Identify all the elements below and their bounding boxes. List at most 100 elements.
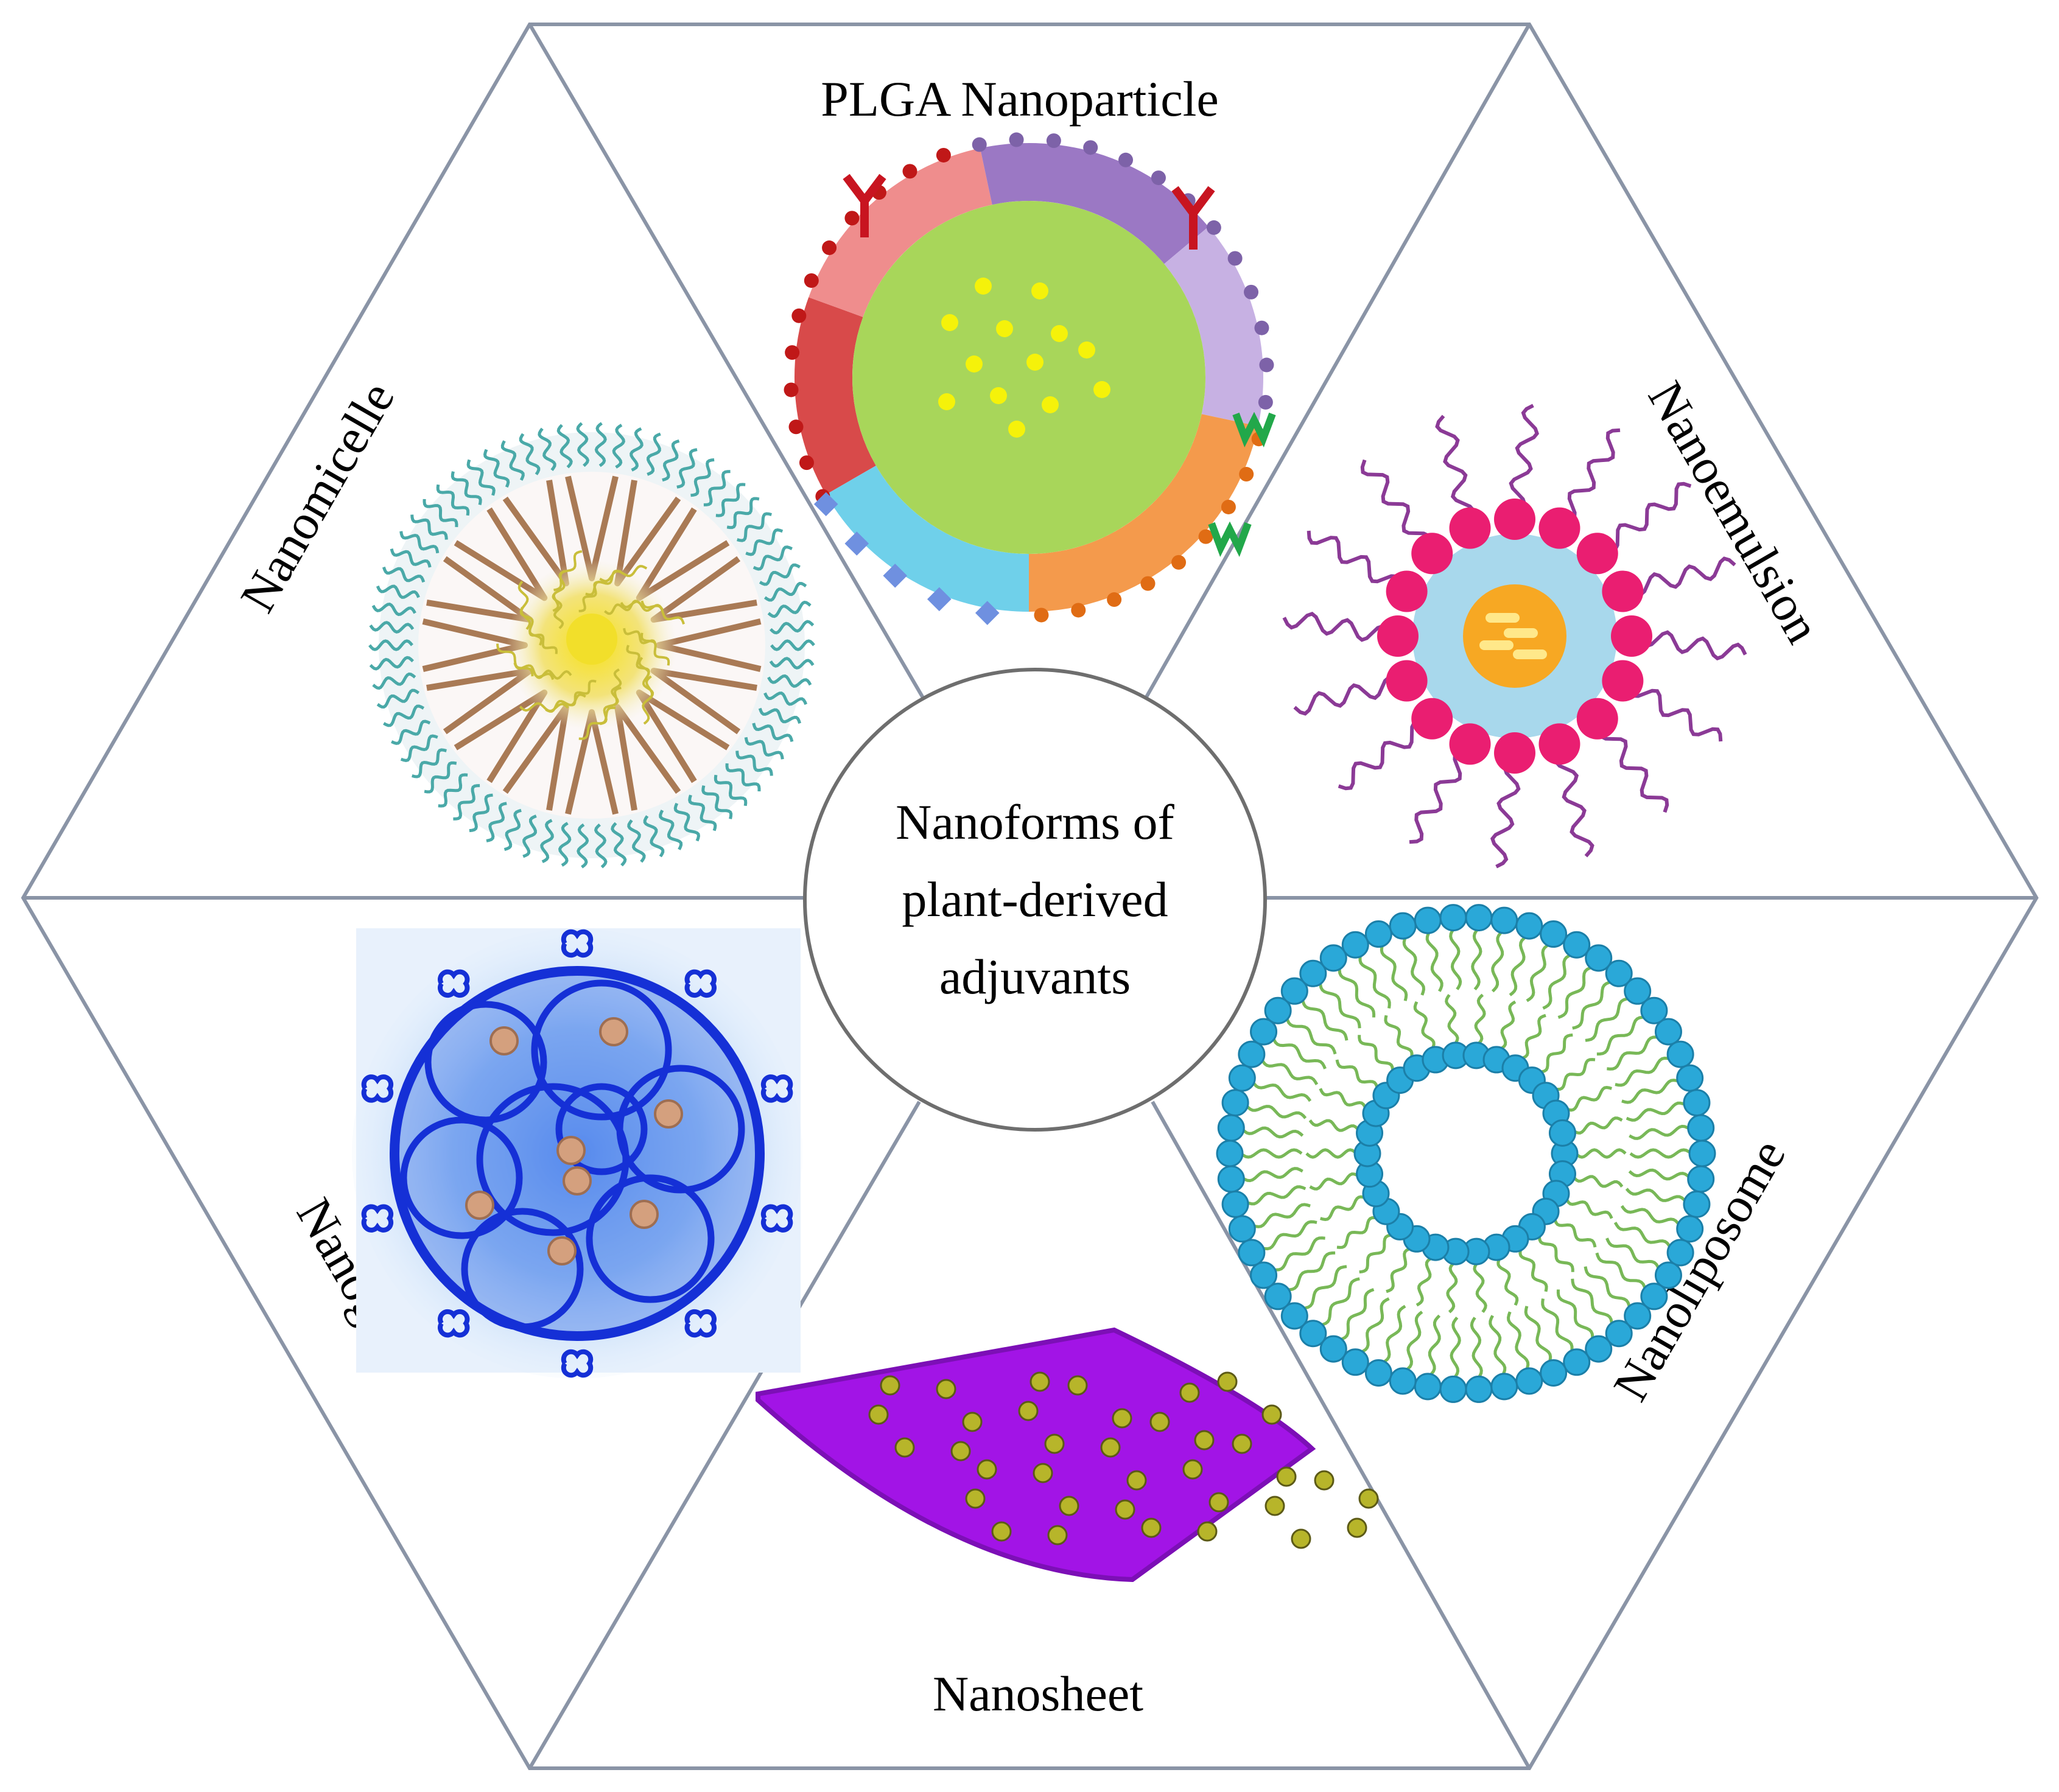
nanogel-mesh-cell (586, 1174, 715, 1303)
liposome-outer-tail (1506, 1311, 1530, 1371)
nanogel-mesh-cell (476, 1083, 630, 1236)
nanosheet-particle (1141, 1517, 1162, 1538)
micelle-hydrophilic-tail (371, 603, 416, 617)
liposome-outer-head (1414, 906, 1442, 934)
micelle-hydrophilic-tail (673, 802, 701, 842)
plga-lipid-head (822, 240, 837, 256)
emulsion-surfactant-tail (1360, 459, 1431, 548)
liposome-outer-tail (1241, 1167, 1303, 1183)
micelle-hydrophilic-tail (726, 497, 760, 530)
center-title-line-3: adjuvants (939, 949, 1131, 1004)
liposome-inner-tail (1445, 993, 1459, 1046)
plga-drug-dot (938, 393, 955, 410)
plga-antigen-cube (883, 564, 908, 588)
emulsion-surfactant-head (1386, 570, 1428, 612)
micelle-hydrophilic-tail (752, 723, 794, 743)
liposome-outer-tail (1428, 1314, 1441, 1377)
liposome-outer-head (1228, 1064, 1256, 1092)
liposome-inner-tail (1319, 1195, 1367, 1222)
plga-drug-dot (1042, 396, 1059, 413)
liposome-outer-tail (1425, 930, 1443, 992)
micelle-hydrophilic-tail (703, 470, 731, 506)
micelle-core-strand (640, 600, 685, 625)
liposome-outer-tail (1541, 1298, 1574, 1353)
plga-lipid-head (1046, 133, 1061, 149)
micelle-hydrophilic-tail (466, 459, 496, 496)
emulsion-surfactant-tail (1282, 612, 1392, 642)
liposome-outer-tail (1240, 1148, 1303, 1159)
liposome-outer-tail (1571, 1278, 1613, 1326)
plga-lipid-head (936, 147, 951, 163)
micelle-hydrophilic-tail (690, 458, 715, 497)
nanosheet-particle (1018, 1401, 1039, 1421)
liposome-outer-head (1683, 1089, 1711, 1117)
plga-drug-dot (1093, 381, 1110, 398)
plga-antigen-cube (844, 531, 869, 556)
liposome-outer-head (1640, 1283, 1668, 1311)
liposome-outer-head (1264, 996, 1292, 1024)
emulsion-drug-bar (1504, 628, 1538, 638)
nanosheet-particle (1115, 1499, 1135, 1520)
liposome-outer-head (1687, 1165, 1715, 1193)
micelle-hydrophilic-tail (540, 819, 554, 864)
emulsion-surfactant-tail (1409, 749, 1467, 844)
nanogel-ligand (684, 969, 717, 998)
micelle-hydrophilic-tail (538, 427, 556, 471)
plga-lipid-head (785, 345, 800, 360)
liposome-outer-tail (1272, 1236, 1325, 1272)
plga-lipid-head (1206, 220, 1221, 235)
liposome-outer-head (1228, 1215, 1256, 1243)
micelle-hydrophilic-tail (688, 794, 717, 831)
liposome-outer-head (1364, 1359, 1392, 1387)
emulsion-surfactant-tail (1490, 759, 1521, 869)
liposome-outer-tail (1271, 1037, 1327, 1069)
plga-drug-dot (1031, 282, 1048, 299)
liposome-outer-tail (1319, 981, 1361, 1029)
micelle-hydrophilic-tail (752, 545, 793, 571)
liposome-outer-tail (1595, 1252, 1647, 1290)
liposome-outer-head (1563, 931, 1591, 959)
nanosheet-particle (965, 1488, 986, 1509)
liposome-inner-tail (1474, 993, 1486, 1046)
plga-lipid-head (1118, 152, 1134, 167)
liposome-outer-tail (1261, 1220, 1317, 1251)
liposome-outer-head (1389, 912, 1417, 940)
micelle-core-strand (642, 675, 654, 725)
nanoliposome-illustration (1216, 904, 1716, 1403)
plga-lipid-head (788, 419, 804, 435)
micelle-hydrophilic-tail (647, 432, 661, 476)
liposome-inner-tail (1565, 1197, 1613, 1219)
nanosheet-particle (1314, 1470, 1335, 1491)
liposome-outer-head (1585, 944, 1613, 972)
plga-drug-dot (996, 320, 1013, 337)
hexagon-frame (21, 23, 2039, 1770)
plga-shell-sector (1029, 414, 1258, 612)
plga-lipid-head (1009, 132, 1024, 147)
plga-lipid-head (1034, 607, 1049, 623)
plga-lipid-head (1258, 394, 1273, 410)
liposome-inner-tail (1572, 1116, 1623, 1135)
liposome-outer-tail (1471, 927, 1482, 990)
nanogel-ligand (561, 1349, 594, 1378)
liposome-outer-head (1640, 996, 1668, 1024)
micelle-core-strand (553, 550, 583, 592)
emulsion-surfactant-tail (1338, 720, 1427, 791)
nanoemulsion-illustration (1282, 404, 1747, 869)
liposome-outer-tail (1605, 1237, 1661, 1270)
micelle-hydrophilic-tail (770, 639, 815, 651)
micelle-core-strand (599, 565, 648, 583)
plga-lipid-head (1221, 499, 1236, 514)
emulsion-surfactant-tail (1638, 630, 1747, 660)
liposome-outer-head (1654, 1018, 1682, 1046)
nanogel-cargo-bead (556, 1136, 586, 1165)
liposome-outer-head (1683, 1190, 1711, 1218)
liposome-outer-tail (1470, 1317, 1483, 1379)
liposome-outer-head (1666, 1239, 1694, 1267)
liposome-outer-head (1414, 1373, 1442, 1401)
nanogel-cargo-bead (630, 1200, 659, 1229)
plga-lipid-head (1227, 251, 1243, 266)
micelle-hydrophilic-tail (423, 499, 458, 528)
nanogel-ligand (760, 1204, 793, 1233)
center-title-line-1: Nanoforms of (896, 794, 1174, 850)
liposome-outer-tail (1241, 1126, 1304, 1139)
